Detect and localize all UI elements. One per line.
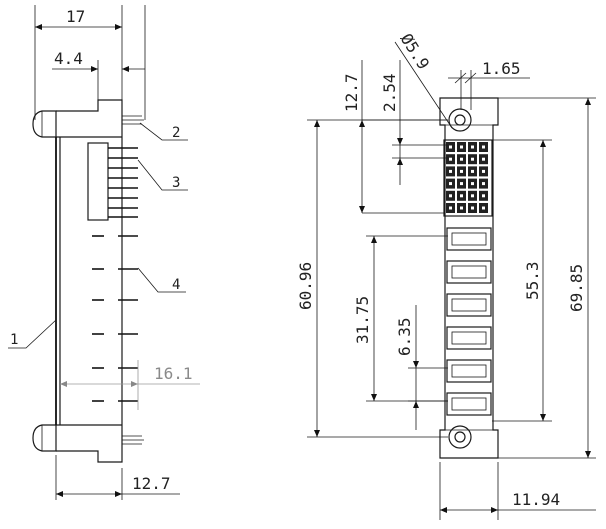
signal-contact-hole — [460, 194, 463, 198]
power-contact — [446, 359, 492, 383]
dim-pin-length: 16.1 — [154, 364, 193, 383]
callout-4: 4 — [172, 277, 180, 293]
power-contact-slot — [451, 232, 487, 246]
dim-width-top: 17 — [66, 7, 85, 26]
signal-contact-hole — [471, 169, 474, 173]
power-contact — [446, 392, 492, 416]
signal-contact-hole — [449, 182, 452, 186]
dim-inner-span: 55.3 — [523, 261, 542, 300]
power-contact-slot — [451, 364, 487, 378]
power-contact — [446, 326, 492, 350]
signal-contact-hole — [460, 145, 463, 149]
dim-signal-pitch: 2.54 — [380, 73, 399, 112]
power-contact-slot — [451, 331, 487, 345]
signal-contact-hole — [449, 194, 452, 198]
signal-contact-hole — [460, 157, 463, 161]
dim-hole-wall: 1.65 — [482, 59, 521, 78]
callout-2: 2 — [172, 125, 180, 141]
signal-contact-hole — [449, 169, 452, 173]
power-contact — [446, 293, 492, 317]
signal-contact-hole — [449, 157, 452, 161]
power-contact-slot — [451, 298, 487, 312]
signal-contact-hole — [482, 206, 485, 210]
signal-contact-hole — [471, 194, 474, 198]
callout-3: 3 — [172, 175, 180, 191]
signal-contact-hole — [460, 182, 463, 186]
signal-contact-hole — [471, 157, 474, 161]
signal-contact-hole — [471, 206, 474, 210]
signal-contact-hole — [471, 145, 474, 149]
power-contacts — [446, 227, 492, 416]
signal-contact-hole — [482, 194, 485, 198]
dim-power-span: 31.75 — [353, 296, 372, 344]
signal-contact-hole — [460, 169, 463, 173]
dim-depth-bottom: 12.7 — [132, 474, 171, 493]
signal-contact-hole — [471, 182, 474, 186]
dim-body-width: 11.94 — [512, 490, 560, 509]
dim-offset-top: 4.4 — [54, 49, 83, 68]
power-contact — [446, 260, 492, 284]
dim-power-pitch: 6.35 — [395, 317, 414, 356]
dim-hole-diameter: Ø5.9 — [397, 30, 434, 73]
signal-contact-hole — [460, 206, 463, 210]
dim-signal-offset: 12.7 — [342, 73, 361, 112]
callout-1: 1 — [10, 332, 18, 348]
side-view: 17 4.4 — [8, 5, 200, 500]
power-contact-slot — [451, 265, 487, 279]
power-contact-slot — [451, 397, 487, 411]
signal-contact-hole — [449, 206, 452, 210]
signal-grid — [443, 139, 493, 217]
signal-contact-hole — [482, 157, 485, 161]
signal-contact-hole — [449, 145, 452, 149]
front-view: Ø5.9 1.65 12.7 2.54 60.96 — [296, 30, 596, 520]
signal-contact-hole — [482, 145, 485, 149]
signal-contact-hole — [482, 169, 485, 173]
dim-total-height: 60.96 — [296, 262, 315, 310]
power-contact — [446, 227, 492, 251]
dim-outer-height: 69.85 — [567, 264, 586, 312]
signal-contact-hole — [482, 182, 485, 186]
